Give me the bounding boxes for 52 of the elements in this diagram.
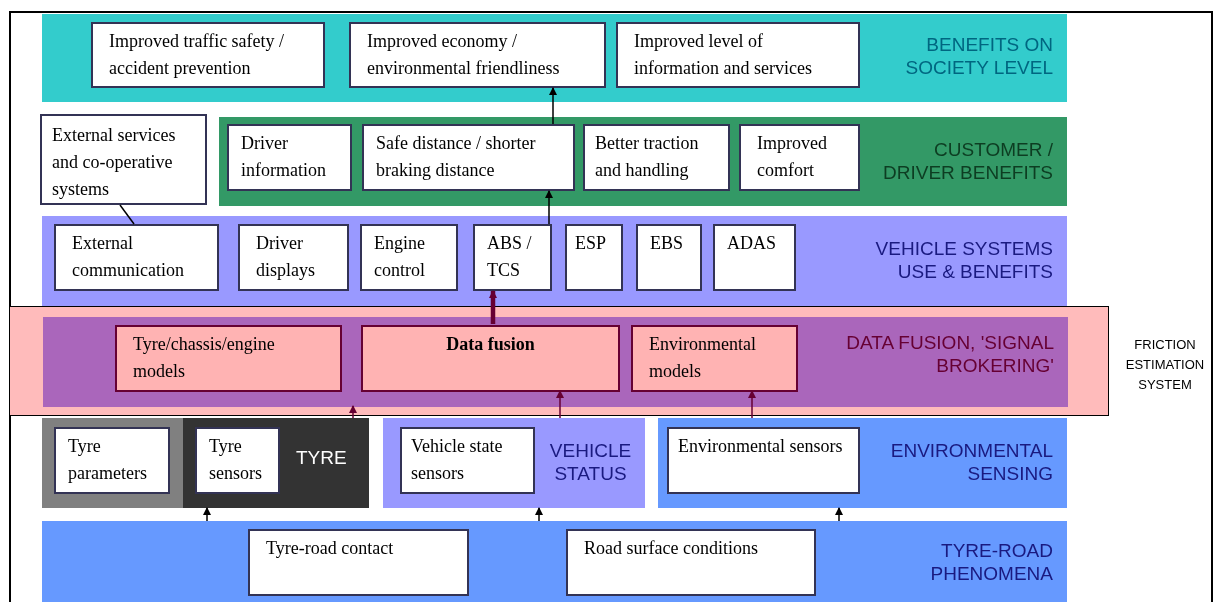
sensor-box: Tyre sensors bbox=[195, 427, 280, 494]
band-label: VEHICLE STATUS bbox=[548, 439, 633, 485]
sensor-box: Vehicle state sensors bbox=[400, 427, 535, 494]
system-box: ESP bbox=[565, 224, 623, 291]
benefit-box: Improved level of information and services bbox=[616, 22, 860, 88]
band-label: TYRE-ROAD PHENOMENA bbox=[929, 539, 1053, 585]
system-box: EBS bbox=[636, 224, 702, 291]
data-fusion-box: Data fusion bbox=[361, 325, 620, 392]
arrow bbox=[556, 390, 564, 419]
band-label: VEHICLE SYSTEMS USE & BENEFITS bbox=[874, 237, 1053, 283]
phenomenon-box: Road surface conditions bbox=[566, 529, 816, 596]
band-label: CUSTOMER / DRIVER BENEFITS bbox=[882, 138, 1053, 184]
environmental-sensing-band bbox=[658, 418, 1067, 508]
arrow bbox=[535, 507, 543, 522]
benefit-box: Better traction and handling bbox=[583, 124, 730, 191]
arrow bbox=[489, 290, 497, 324]
model-box: Environmental models bbox=[631, 325, 798, 392]
benefit-box: Driver information bbox=[227, 124, 352, 191]
vehicle-status-band bbox=[383, 418, 645, 508]
benefit-box: Improved comfort bbox=[739, 124, 860, 191]
tyre-parameters-band bbox=[42, 418, 183, 508]
arrow bbox=[549, 87, 557, 125]
data-fusion-band bbox=[43, 317, 1068, 407]
sensor-box: Environmental sensors bbox=[667, 427, 860, 494]
benefit-box: Improved economy / environmental friendliness bbox=[349, 22, 606, 88]
model-box: Tyre/chassis/engine models bbox=[115, 325, 342, 392]
vehicle-systems-band bbox=[42, 216, 1067, 306]
band-label: BENEFITS ON SOCIETY LEVEL bbox=[904, 33, 1053, 79]
driver-benefits-band bbox=[219, 117, 1067, 206]
tyre-band bbox=[183, 418, 369, 508]
system-box: Driver displays bbox=[238, 224, 349, 291]
band-label: DATA FUSION, 'SIGNAL BROKERING' bbox=[845, 331, 1054, 377]
arrow bbox=[203, 507, 211, 522]
external-services-box: External services and co-operative systems bbox=[40, 114, 207, 205]
leader-line bbox=[119, 204, 135, 225]
system-box: External communication bbox=[54, 224, 219, 291]
band-label: TYRE bbox=[296, 446, 347, 469]
band-label: FRICTION ESTIMATION SYSTEM bbox=[1124, 336, 1206, 394]
benefit-box: Improved traffic safety / accident prevention bbox=[91, 22, 325, 88]
tyre-road-band bbox=[42, 521, 1067, 602]
system-box: ADAS bbox=[713, 224, 796, 291]
arrow bbox=[349, 405, 357, 419]
arrow bbox=[545, 190, 553, 225]
system-box: Engine control bbox=[360, 224, 458, 291]
society-benefits-band bbox=[42, 14, 1067, 102]
arrow bbox=[835, 507, 843, 522]
system-box: ABS / TCS bbox=[473, 224, 552, 291]
phenomenon-box: Tyre-road contact bbox=[248, 529, 469, 596]
parameter-box: Tyre parameters bbox=[54, 427, 170, 494]
arrow bbox=[748, 390, 756, 419]
band-label: ENVIRONMENTAL SENSING bbox=[889, 439, 1053, 485]
benefit-box: Safe distance / shorter braking distance bbox=[362, 124, 575, 191]
